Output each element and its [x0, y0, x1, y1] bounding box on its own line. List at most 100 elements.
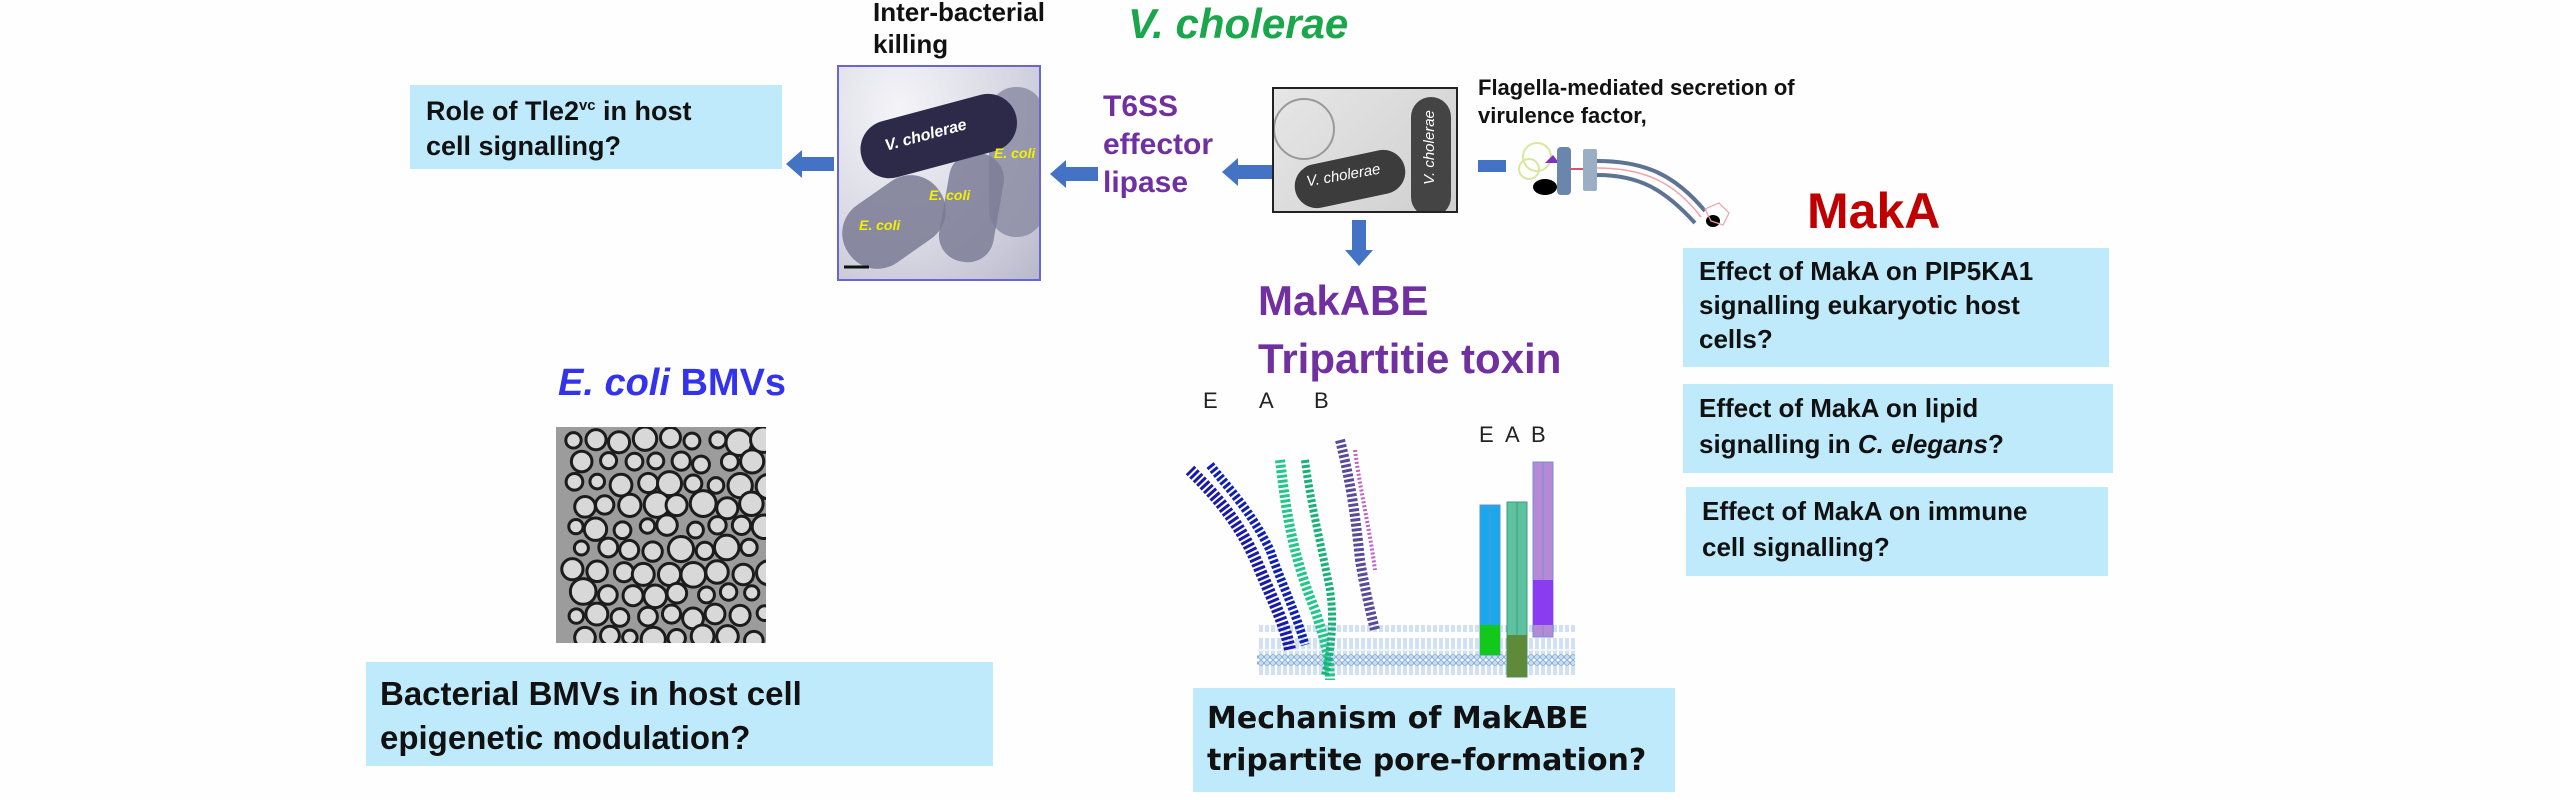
makabe-question-box: Mechanism of MakABE tripartite pore-form… — [1193, 688, 1675, 792]
schematic-label-e: E — [1479, 422, 1494, 447]
vesicle — [597, 536, 620, 559]
vesicle — [630, 561, 656, 587]
vesicle — [631, 427, 659, 452]
structure-label-e: E — [1203, 388, 1218, 413]
structure-label-a: A — [1259, 388, 1274, 413]
flagella-secretion-label: Flagella-mediated secretion of virulence… — [1478, 75, 1795, 128]
flagellum-icon — [1518, 142, 1730, 227]
vesicle — [739, 537, 759, 558]
vesicle — [682, 431, 702, 451]
em-label-ecoli-3: E. coli — [859, 217, 901, 233]
vesicle — [638, 517, 657, 535]
vesicle — [715, 624, 740, 643]
vesicle — [560, 557, 585, 582]
vesicle — [708, 430, 728, 450]
c-elegans-italic: C. elegans — [1857, 429, 1988, 459]
vesicle — [599, 451, 619, 471]
tle2-question-line2: cell signalling? — [426, 131, 622, 162]
vesicle — [728, 603, 752, 627]
vesicle — [743, 584, 761, 602]
vesicle — [683, 473, 704, 494]
vesicle — [689, 623, 716, 643]
vesicle — [755, 559, 766, 587]
vesicle — [655, 513, 679, 537]
center-label-vcholerae-2: V. cholerae — [1420, 110, 1438, 185]
vesicle — [573, 625, 597, 643]
arrow-bar-icon — [1478, 160, 1506, 172]
vesicle — [707, 515, 728, 536]
vesicle — [712, 533, 741, 562]
vesicle — [691, 454, 711, 475]
vesicle — [599, 624, 621, 643]
vesicle — [639, 625, 667, 643]
vesicle — [568, 577, 598, 606]
protein-e-structure — [1185, 465, 1296, 652]
vesicle — [679, 560, 708, 589]
vesicle — [754, 473, 766, 501]
vesicle — [606, 430, 632, 455]
structure-label-b: B — [1314, 388, 1329, 413]
arrow-down-icon — [1345, 220, 1373, 266]
vesicle — [755, 604, 766, 623]
vesicle — [637, 605, 659, 628]
vesicle — [608, 472, 634, 498]
vesicle — [670, 450, 692, 472]
vesicle — [664, 493, 689, 518]
maka-title: MakA — [1807, 183, 1941, 239]
vesicle — [715, 496, 740, 521]
vesicle — [718, 582, 739, 602]
vesicle — [567, 517, 585, 536]
vesicle — [569, 449, 594, 474]
vesicle — [697, 585, 716, 605]
em-label-ecoli-2: E. coli — [929, 187, 971, 203]
maka-question-box-immune: Effect of MakA on immune cell signalling… — [1686, 487, 2108, 576]
vesicle — [582, 516, 609, 542]
vesicle — [564, 471, 585, 492]
vesicle — [588, 472, 607, 491]
vcholerae-em-image: V. cholerae V. cholerae — [1272, 87, 1458, 213]
vesicle — [597, 584, 619, 606]
vesicle — [706, 476, 726, 495]
vesicle — [642, 583, 669, 610]
vesicle — [624, 451, 645, 472]
vesicle — [666, 628, 687, 643]
arrow-left-icon — [1050, 160, 1098, 188]
vesicle — [564, 431, 583, 450]
t6ss-effector-lipase-label: T6SS effector lipase — [1103, 90, 1214, 199]
bmv-title: E. coli BMVs — [558, 362, 787, 404]
bmv-vesicles-drawing — [560, 427, 766, 643]
vesicle — [665, 581, 689, 605]
vesicle — [660, 603, 683, 625]
vesicle — [584, 601, 610, 627]
maka-question-box-pip5ka1: Effect of MakA on PIP5KA1 signalling euk… — [1683, 248, 2109, 367]
maka-question-box-lipid: Effect of MakA on lipid signalling in C.… — [1683, 384, 2113, 473]
vesicle — [686, 520, 705, 540]
bmv-em-image — [556, 427, 766, 643]
schematic-label-b: B — [1531, 422, 1546, 447]
vesicle — [573, 495, 597, 519]
bmv-question-box: Bacterial BMVs in host cell epigenetic m… — [366, 662, 993, 766]
vesicle — [572, 539, 590, 557]
vesicle — [750, 513, 766, 541]
vesicle — [704, 559, 730, 585]
vesicle — [567, 607, 586, 625]
vesicle — [641, 540, 664, 563]
arrow-left-icon — [786, 150, 834, 178]
vesicle — [694, 540, 715, 561]
vesicle — [618, 538, 641, 561]
vesicle — [612, 561, 636, 584]
vesicle — [637, 471, 660, 495]
vesicle — [719, 451, 740, 472]
em-label-ecoli-1: E. coli — [994, 145, 1036, 161]
vesicle — [594, 494, 616, 516]
vesicle — [621, 628, 639, 643]
vesicle — [666, 534, 696, 564]
vesicle — [617, 492, 643, 518]
vesicle — [584, 428, 608, 452]
vesicle — [743, 629, 765, 643]
vesicle — [621, 584, 645, 608]
vesicle — [688, 489, 718, 518]
protein-a-structure — [1275, 459, 1335, 681]
vesicle — [749, 427, 766, 454]
vesicle — [739, 448, 766, 475]
